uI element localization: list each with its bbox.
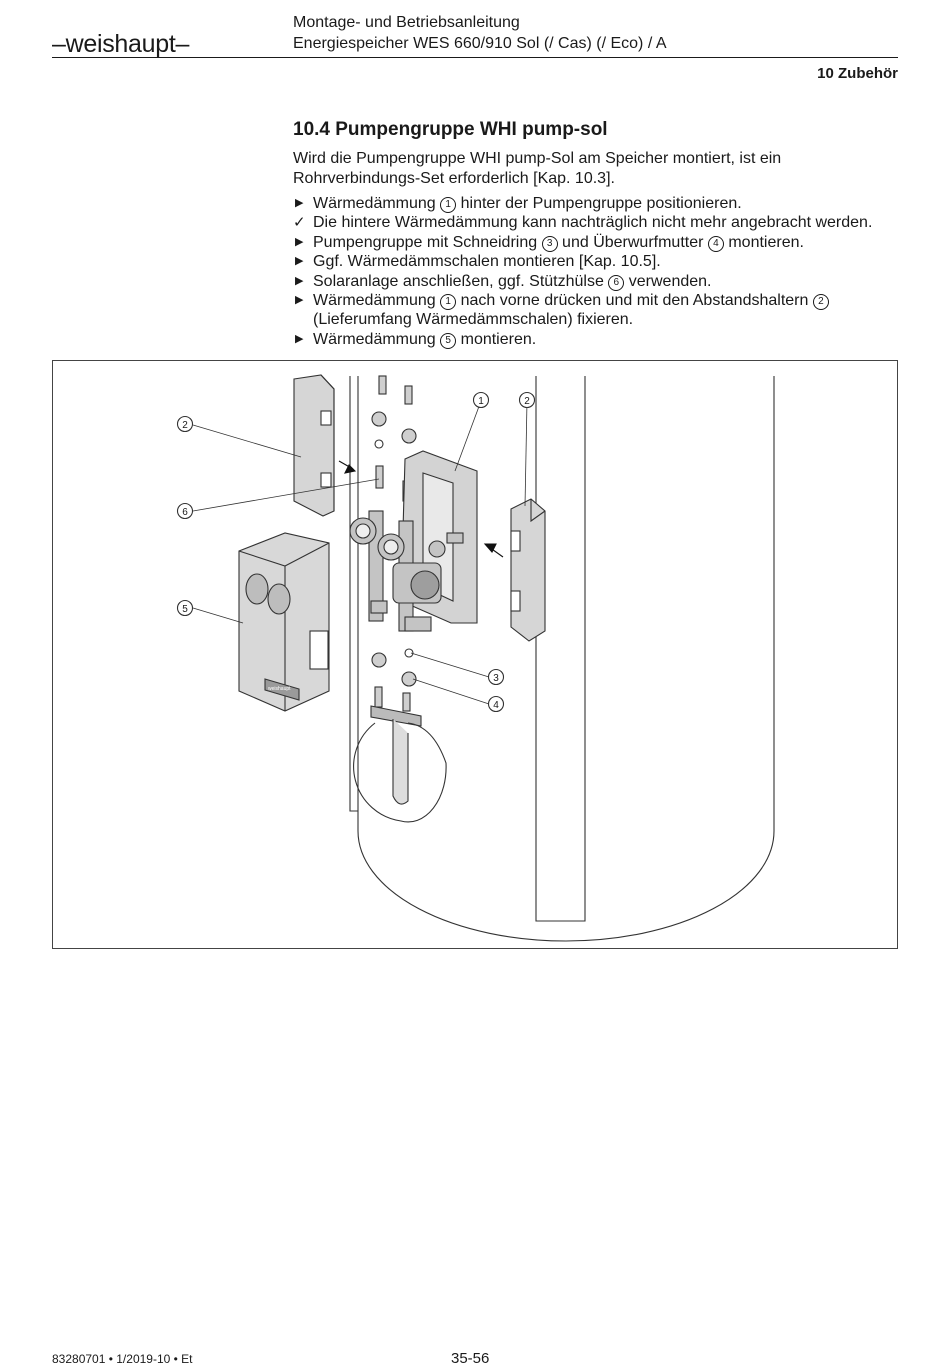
step-text: Wärmedämmung xyxy=(313,292,436,310)
callout-3: 3 xyxy=(493,673,499,684)
action-arrow-icon: ▶ xyxy=(295,294,304,307)
step-item: ▶ Wärmedämmung 1 nach vorne drücken und m… xyxy=(293,291,898,330)
action-arrow-icon: ▶ xyxy=(295,235,304,248)
callout-number: 1 xyxy=(440,197,457,213)
callout-2: 2 xyxy=(524,396,530,407)
section-title: 10.4 Pumpengruppe WHI pump-sol xyxy=(293,119,608,140)
step-text: Pumpengruppe mit Schneidring xyxy=(313,233,538,251)
page-number: 35-56 xyxy=(451,1350,490,1367)
storage-tank xyxy=(349,376,775,942)
instruction-steps: ▶ Wärmedämmung 1 hinter der Pumpengruppe … xyxy=(293,194,898,349)
step-item: ▶ Wärmedämmung 1 hinter der Pumpengruppe … xyxy=(293,194,898,213)
step-text: (Lieferumfang Wärmedämmschalen) fixieren… xyxy=(313,311,634,329)
step-text: Die hintere Wärmedämmung kann nachträgli… xyxy=(313,214,873,232)
assembly-figure: weishaupt xyxy=(52,360,898,949)
weishaupt-logo: –weishaupt– xyxy=(52,30,190,58)
callout-number: 5 xyxy=(440,332,457,349)
header-divider xyxy=(52,57,898,58)
product-name: Energiespeicher WES 660/910 Sol (/ Cas) … xyxy=(293,35,667,52)
step-text: Ggf. Wärmedämmschalen montieren [Kap. 10… xyxy=(313,253,661,271)
callout-number: 4 xyxy=(707,235,724,252)
pump-group xyxy=(349,510,464,632)
step-item: ▶ Pumpengruppe mit Schneidring 3 und Über… xyxy=(293,233,898,252)
action-arrow-icon: ▶ xyxy=(295,197,304,209)
step-item: ▶ Solaranlage anschließen, ggf. Stützhüls… xyxy=(293,272,898,291)
spacer-right xyxy=(510,498,546,642)
callout-number: 1 xyxy=(440,294,457,311)
step-item: ▶ Ggf. Wärmedämmschalen montieren [Kap. 1… xyxy=(293,252,898,271)
action-arrow-icon: ▶ xyxy=(295,332,304,345)
step-text: montieren. xyxy=(460,330,537,348)
step-text: Solaranlage anschließen, ggf. Stützhülse xyxy=(313,272,604,290)
callout-number: 3 xyxy=(541,235,558,252)
chapter-title: 10 Zubehör xyxy=(817,65,898,82)
lower-fittings xyxy=(371,648,417,712)
document-type: Montage- und Betriebsanleitung xyxy=(293,14,520,31)
callout-6: 6 xyxy=(182,507,188,518)
callout-number: 6 xyxy=(608,274,625,291)
front-insulation: weishaupt xyxy=(238,532,330,712)
figure-callouts: 2 6 5 1 2 3 4 xyxy=(176,391,536,713)
callout-1: 1 xyxy=(478,396,484,407)
step-text: und Überwurfmutter xyxy=(562,233,704,251)
step-text: Wärmedämmung xyxy=(313,195,436,212)
label-plate-text: weishaupt xyxy=(268,686,291,692)
step-text: nach vorne drücken und mit den Abstandsh… xyxy=(460,292,809,310)
leader-lines xyxy=(192,400,528,705)
intro-paragraph: Wird die Pumpengruppe WHI pump-Sol am Sp… xyxy=(293,150,782,187)
step-text: verwenden. xyxy=(628,272,712,290)
direction-arrows xyxy=(338,460,504,558)
action-arrow-icon: ▶ xyxy=(295,274,304,287)
result-check-icon: ✓ xyxy=(293,214,306,232)
callout-5: 5 xyxy=(182,604,188,615)
callout-4: 4 xyxy=(493,700,499,711)
step-text: Wärmedämmung xyxy=(313,330,436,348)
callout-2: 2 xyxy=(182,420,188,431)
step-text: hinter der Pumpengruppe positionieren. xyxy=(460,195,742,212)
step-text: montieren. xyxy=(728,233,804,251)
step-item: ▶ Wärmedämmung 5 montieren. xyxy=(293,330,898,349)
mounting-bracket xyxy=(353,705,447,823)
action-arrow-icon: ▶ xyxy=(295,255,304,268)
step-item: ✓ Die hintere Wärmedämmung kann nachträgl… xyxy=(293,213,898,232)
assembly-illustration: weishaupt xyxy=(176,374,775,942)
callout-number: 2 xyxy=(812,294,829,311)
document-code: 83280701 • 1/2019-10 • Et xyxy=(52,1352,193,1366)
pipe-fittings-top xyxy=(371,375,417,502)
spacer-left xyxy=(293,374,335,517)
